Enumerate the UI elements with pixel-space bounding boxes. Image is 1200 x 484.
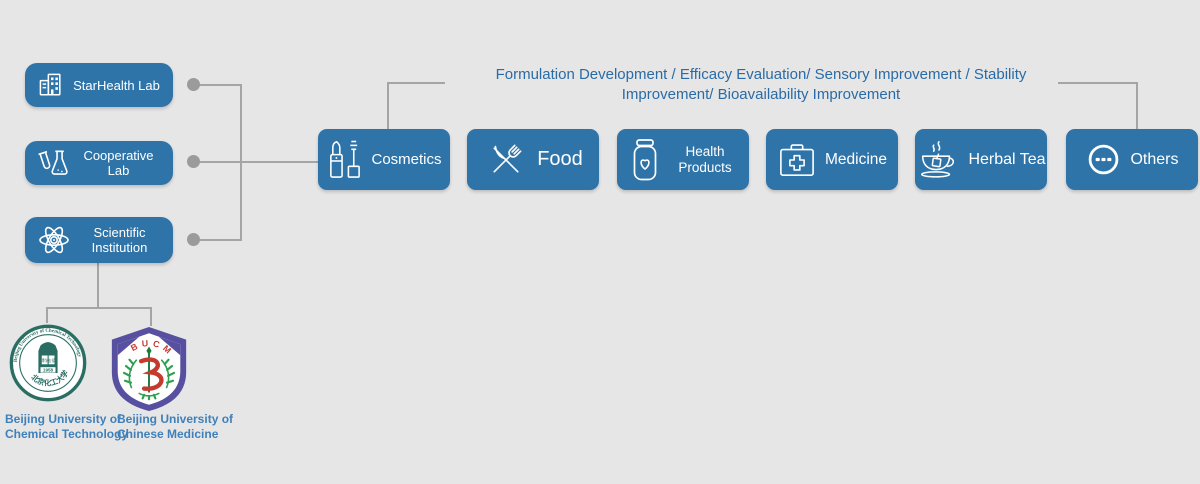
- buct-seal-logo: Beijing University of Chemical Technolog…: [8, 322, 88, 404]
- seal-motto-left: 博学: [41, 357, 49, 363]
- services-heading: Formulation Development / Efficacy Evalu…: [495, 66, 1027, 103]
- product-label: Health Products: [678, 143, 732, 175]
- connector-line: [387, 83, 389, 129]
- connector-line: [150, 307, 152, 326]
- product-box-cosmetics[interactable]: Cosmetics: [318, 129, 450, 190]
- connector-dot: [187, 233, 200, 246]
- connector-line: [199, 239, 242, 241]
- connector-dot: [187, 78, 200, 91]
- product-label: Cosmetics: [371, 151, 442, 168]
- buct-caption: Beijing University of Chemical Technolog…: [5, 412, 128, 442]
- connector-line: [46, 307, 152, 309]
- herbal-tea-icon: [921, 140, 955, 178]
- product-label: Herbal Tea: [968, 150, 1046, 168]
- lab-button-label: Scientific Institution: [91, 225, 148, 255]
- product-box-others[interactable]: Others: [1066, 129, 1198, 190]
- cosmetics-icon: [330, 140, 361, 178]
- medicine-icon: [780, 143, 814, 176]
- lab-button-label: Cooperative Lab: [83, 148, 154, 178]
- lab-button-scientific-institution[interactable]: Scientific Institution: [25, 217, 173, 263]
- product-box-food[interactable]: Food: [467, 129, 599, 190]
- product-box-herbal-tea[interactable]: Herbal Tea: [915, 129, 1047, 190]
- connector-line: [1058, 82, 1138, 84]
- others-icon: [1089, 144, 1119, 175]
- connector-line: [199, 161, 318, 163]
- lab-button-starhealth[interactable]: StarHealth Lab: [25, 63, 173, 107]
- connector-line: [387, 82, 445, 84]
- connector-line: [46, 307, 48, 323]
- bucm-shield-logo: BUCM: [106, 325, 192, 413]
- lab-button-label: StarHealth Lab: [73, 77, 160, 93]
- product-label: Medicine: [824, 150, 888, 168]
- connector-line: [199, 84, 242, 86]
- product-label: Others: [1130, 150, 1179, 168]
- food-icon: [493, 144, 522, 173]
- connector-line: [1136, 82, 1138, 131]
- building-icon: [39, 73, 61, 96]
- product-box-medicine[interactable]: Medicine: [766, 129, 898, 190]
- seal-motto-right: 宏德: [47, 357, 55, 363]
- caption-line: Chemical Technology: [5, 427, 129, 441]
- lab-button-cooperative[interactable]: Cooperative Lab: [25, 141, 173, 185]
- connector-line: [240, 84, 242, 241]
- caption-line: Beijing University of: [117, 412, 234, 426]
- bucm-caption: Beijing University of Chinese Medicine: [117, 412, 233, 442]
- product-label: Food: [537, 148, 583, 170]
- caption-line: Beijing University of: [5, 412, 122, 426]
- connector-line: [97, 263, 99, 309]
- caption-line: Chinese Medicine: [117, 427, 219, 441]
- lab-flask-icon: [38, 150, 68, 175]
- atom-icon: [39, 226, 69, 254]
- health-products-icon: [633, 138, 657, 180]
- seal-year: 1958: [43, 368, 54, 373]
- product-box-health-products[interactable]: Health Products: [617, 129, 749, 190]
- connector-dot: [187, 155, 200, 168]
